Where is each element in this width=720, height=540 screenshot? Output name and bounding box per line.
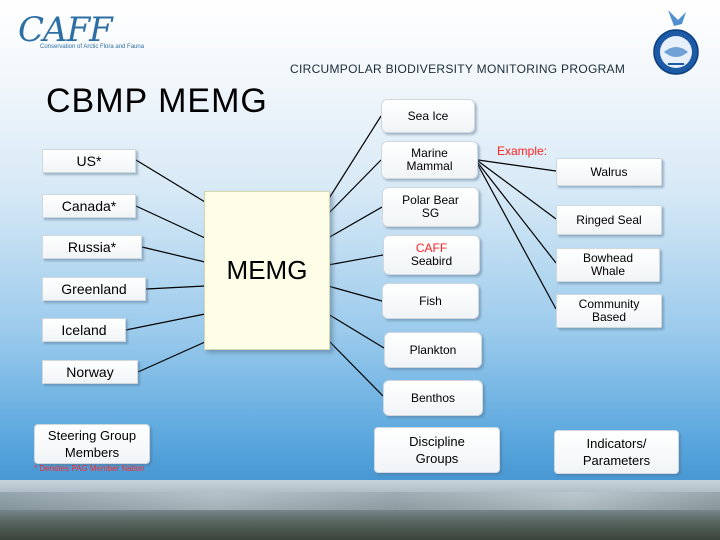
group-label-plankton: Plankton (409, 342, 457, 357)
memg-label: MEMG (226, 255, 308, 285)
species-label-bowhead-whale: Bowhead Whale (582, 251, 634, 278)
photo-ridge (0, 492, 720, 510)
group-label-caff: CAFF (415, 241, 448, 255)
group-box-fish: Fish (382, 283, 479, 319)
group-label-fish: Fish (419, 293, 442, 308)
caff-logo: CAFF (18, 10, 113, 50)
country-label-iceland: Iceland (61, 322, 107, 338)
indicators-parameters-label: Indicators/ Parameters (554, 430, 679, 474)
species-box-ringed-seal: Ringed Seal (556, 205, 662, 235)
group-label-seabird: Seabird (410, 254, 453, 268)
group-box-benthos: Benthos (383, 380, 483, 416)
program-title: CIRCUMPOLAR BIODIVERSITY MONITORING PROG… (290, 62, 626, 76)
species-label-ringed-seal: Ringed Seal (576, 212, 642, 227)
species-label-community-based: Community Based (578, 297, 640, 324)
group-label-marine-mammal: Marine Mammal (406, 146, 453, 173)
country-label-norway: Norway (66, 364, 114, 380)
country-label-greenland: Greenland (61, 281, 127, 297)
arctic-landscape-photo (0, 480, 720, 540)
group-box-seabird: CAFF Seabird (383, 235, 480, 275)
species-box-bowhead-whale: Bowhead Whale (556, 248, 660, 282)
group-label-benthos: Benthos (410, 390, 456, 405)
country-label-russia: Russia* (67, 239, 117, 255)
country-box-canada: Canada* (42, 194, 136, 218)
species-box-community-based: Community Based (556, 294, 662, 328)
species-box-walrus: Walrus (556, 158, 662, 186)
group-label-polar-bear-sg: Polar Bear SG (402, 193, 459, 220)
group-label-sea-ice: Sea Ice (407, 108, 449, 123)
species-label-walrus: Walrus (590, 164, 628, 179)
country-box-norway: Norway (42, 360, 138, 384)
country-label-us: US* (76, 153, 102, 169)
footnote-text: * Denotes PAG Member Nation (34, 464, 145, 473)
discipline-groups-text: Discipline Groups (409, 434, 465, 466)
country-label-canada: Canada* (61, 198, 117, 214)
steering-group-label: Steering Group Members (34, 424, 150, 464)
page-title: CBMP MEMG (46, 82, 268, 120)
country-box-russia: Russia* (42, 235, 142, 259)
country-box-greenland: Greenland (42, 277, 146, 301)
group-box-polar-bear-sg: Polar Bear SG (382, 187, 479, 227)
ccamlr-seal-icon (653, 10, 699, 75)
discipline-groups-label: Discipline Groups (374, 427, 500, 473)
group-box-sea-ice: Sea Ice (381, 99, 475, 133)
country-box-iceland: Iceland (42, 318, 126, 342)
steering-group-text: Steering Group Members (47, 428, 137, 460)
country-box-us: US* (42, 149, 136, 173)
group-box-plankton: Plankton (384, 332, 482, 368)
group-box-marine-mammal: Marine Mammal (381, 141, 478, 179)
caff-logo-subtitle: Conservation of Arctic Flora and Fauna (40, 44, 145, 50)
memg-center-box: MEMG (204, 191, 330, 350)
indicators-parameters-text: Indicators/ Parameters (582, 436, 651, 468)
example-label: Example: (497, 144, 548, 158)
